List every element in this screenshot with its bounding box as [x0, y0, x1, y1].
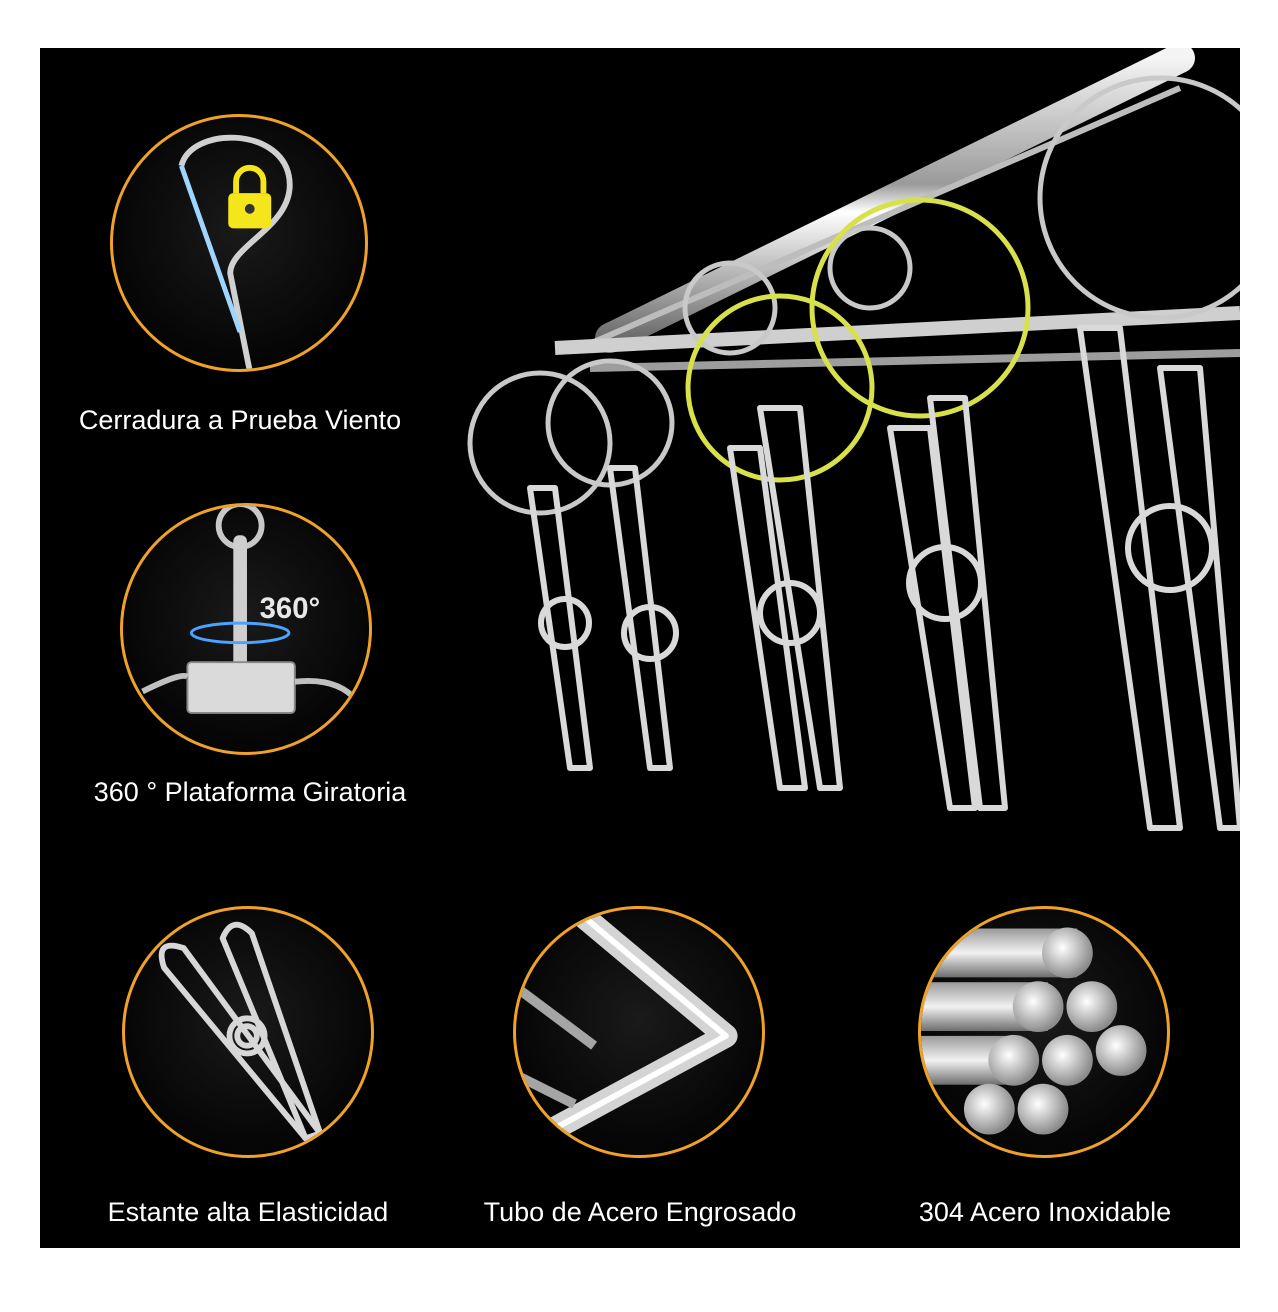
caption-tube: Tubo de Acero Engrosado [483, 1197, 797, 1227]
feature-circle-lock [110, 114, 368, 372]
rotate-360-icon: 360° [141, 506, 360, 714]
hanger-illustration [467, 48, 1240, 831]
steel-rods-icon [921, 927, 1147, 1135]
lock-hook-icon [178, 134, 293, 369]
clothespin-icon [158, 921, 324, 1142]
feature-circle-tube [513, 906, 765, 1158]
caption-rotate: 360 ° Plataforma Giratoria [93, 777, 407, 807]
feature-circle-rods [918, 906, 1170, 1158]
rotate-badge: 360° [260, 592, 321, 625]
feature-circle-rotate: 360° [120, 503, 372, 755]
caption-rods: 304 Acero Inoxidable [918, 1197, 1172, 1227]
caption-clothespin: Estante alta Elasticidad [107, 1197, 389, 1227]
product-panel: Cerradura a Prueba Viento 360° 360 ° Pla… [40, 48, 1240, 1248]
feature-circle-clothespin [122, 906, 374, 1158]
caption-lock: Cerradura a Prueba Viento [78, 405, 402, 435]
steel-tube-icon [516, 909, 738, 1144]
